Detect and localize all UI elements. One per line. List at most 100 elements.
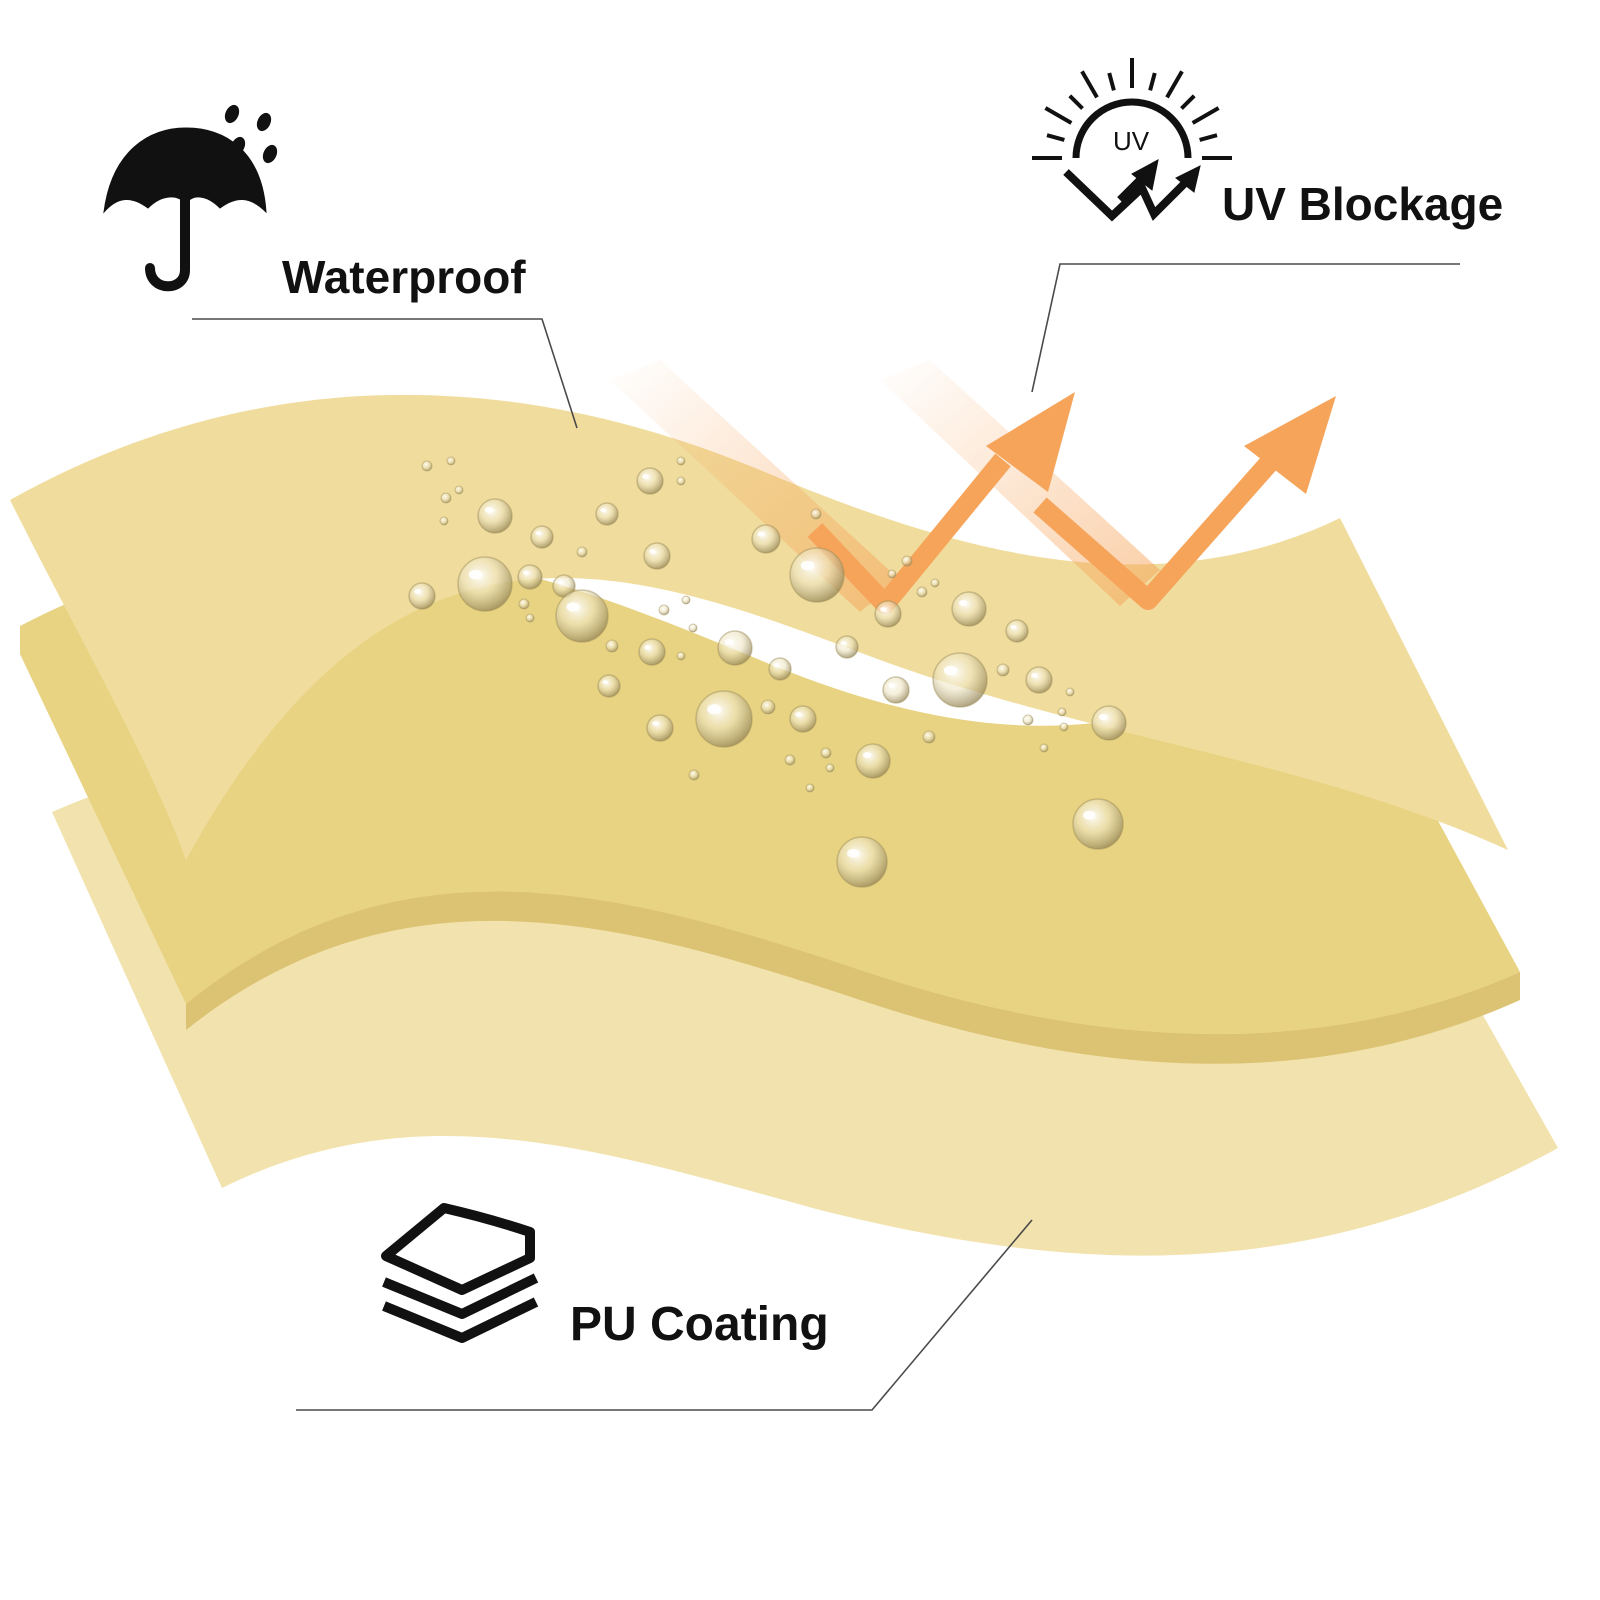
layer-sheet-bottom <box>382 1297 539 1343</box>
water-droplet <box>930 578 940 588</box>
sun-rays <box>1032 58 1232 160</box>
water-droplet <box>836 836 888 888</box>
water-droplet-highlight <box>840 641 846 646</box>
water-droplet <box>882 676 910 704</box>
sun-ray <box>1165 70 1184 99</box>
sun-ray <box>1068 94 1084 110</box>
sun-ray <box>1199 133 1218 142</box>
sun-ray <box>1044 106 1073 125</box>
water-droplet <box>530 525 554 549</box>
water-droplet <box>517 564 543 590</box>
water-droplet <box>1065 687 1075 697</box>
waterproof-label: Waterproof <box>282 251 526 303</box>
water-droplet <box>676 476 686 486</box>
water-droplet <box>636 467 664 495</box>
water-droplet-highlight <box>600 508 606 513</box>
fabric-layer-middle-edge <box>186 891 1520 1064</box>
water-droplet-highlight <box>1031 673 1038 678</box>
water-droplet <box>597 674 621 698</box>
reflect-arrow-head <box>1131 159 1159 191</box>
water-droplet <box>916 586 928 598</box>
water-droplets <box>408 456 1127 888</box>
umbrella-tip <box>180 135 191 155</box>
water-droplet-highlight <box>535 531 541 536</box>
water-droplet-highlight <box>484 506 494 514</box>
layer-sheet-middle <box>382 1273 539 1319</box>
water-droplet <box>576 546 588 558</box>
water-droplet-highlight <box>522 570 529 575</box>
water-droplet <box>1025 666 1053 694</box>
sun-ray <box>1107 72 1116 91</box>
water-droplet <box>1059 722 1069 732</box>
water-droplet <box>1057 707 1067 717</box>
uv-arrow-right-head <box>1244 396 1336 494</box>
water-droplet-highlight <box>652 721 659 726</box>
water-droplet-highlight <box>888 683 895 688</box>
uv-arrow-right <box>1033 455 1278 610</box>
water-droplet <box>646 714 674 742</box>
uv-blockage-label: UV Blockage <box>1222 178 1503 230</box>
water-droplet <box>789 705 817 733</box>
water-droplet <box>440 492 452 504</box>
water-droplet-highlight <box>468 569 483 580</box>
rain-drop <box>224 104 240 124</box>
layer-sheet-top <box>381 1203 535 1295</box>
rain-drop <box>262 144 278 164</box>
water-droplet <box>681 595 691 605</box>
water-droplet-highlight <box>557 580 563 585</box>
water-droplet <box>805 783 815 793</box>
water-droplet-highlight <box>649 549 656 554</box>
water-droplet <box>855 743 891 779</box>
water-droplet <box>784 754 796 766</box>
layers-icon <box>381 1203 539 1343</box>
water-droplet <box>446 456 456 466</box>
water-droplet-highlight <box>1083 810 1096 820</box>
water-droplet-highlight <box>1010 625 1016 630</box>
water-droplet <box>595 502 619 526</box>
water-droplet <box>408 582 436 610</box>
water-droplet <box>605 639 619 653</box>
water-droplet <box>695 690 753 748</box>
water-droplet <box>457 556 513 612</box>
water-droplet <box>951 591 987 627</box>
water-droplet <box>810 508 822 520</box>
water-droplet <box>421 460 433 472</box>
water-droplet <box>751 524 781 554</box>
water-droplet-highlight <box>1098 713 1108 721</box>
uv-icon-text: UV <box>1113 126 1150 156</box>
water-droplet <box>996 663 1010 677</box>
water-droplet-highlight <box>847 848 860 858</box>
water-droplet <box>768 657 792 681</box>
uv-blockage-leader-line <box>1031 263 1460 393</box>
water-droplet-highlight <box>773 663 779 668</box>
water-droplet <box>922 730 936 744</box>
water-droplet-highlight <box>724 638 734 646</box>
water-droplet <box>1072 798 1124 850</box>
umbrella-rain-icon <box>103 104 278 292</box>
water-droplet-highlight <box>958 599 968 607</box>
fabric-layer-middle <box>20 546 1520 1035</box>
reflect-zigzag <box>1063 169 1199 222</box>
water-droplet-highlight <box>707 704 722 715</box>
water-droplet <box>874 600 902 628</box>
water-droplet-highlight <box>795 712 802 717</box>
sun-ray <box>1148 72 1157 91</box>
pu-coating-leader-line <box>296 1219 1033 1411</box>
umbrella-canopy <box>103 127 267 214</box>
umbrella-handle <box>145 191 190 292</box>
uv-arrow-left-head <box>986 392 1075 492</box>
rain-drop <box>230 136 246 156</box>
sun-ray <box>1191 106 1220 125</box>
water-droplet <box>887 569 897 579</box>
reflect-arrow-head-2 <box>1175 165 1201 193</box>
sun-ray <box>1080 70 1099 99</box>
water-droplet <box>760 699 776 715</box>
water-droplet-highlight <box>602 680 608 685</box>
water-droplet-highlight <box>642 474 649 479</box>
fabric-layer-top <box>10 394 1508 860</box>
uv-sun-reflect-icon: UV <box>1032 58 1232 222</box>
water-droplet <box>555 589 609 643</box>
water-droplet <box>518 598 530 610</box>
water-droplet <box>638 638 666 666</box>
